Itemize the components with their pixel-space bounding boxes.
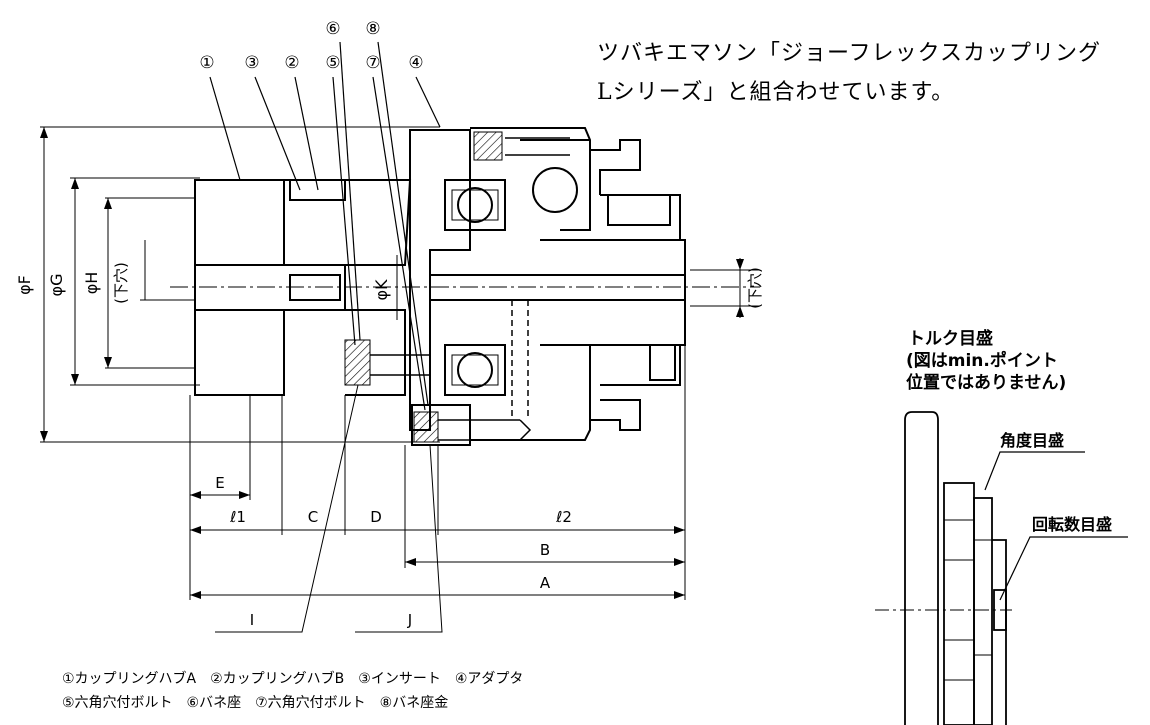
- legend-line-1: ①カップリングハブA ②カップリングハブB ③インサート ④アダプタ: [62, 671, 524, 687]
- callout-leaders: [209, 41, 441, 411]
- label-shita-ana-right: (下穴): [746, 267, 764, 309]
- label-I: I: [250, 611, 254, 629]
- label-phiF: φF: [15, 275, 34, 295]
- note-line-2: Lシリーズ」と組合わせています。: [597, 80, 955, 105]
- label-shita-ana-left: (下穴): [112, 262, 130, 304]
- arrowheads: [40, 127, 744, 599]
- label-rev-scale: 回転数目盛: [1032, 515, 1112, 534]
- label-A: A: [540, 574, 551, 592]
- label-phiG: φG: [47, 274, 66, 297]
- callout-5: ⑤: [325, 53, 340, 73]
- dimension-lines: [40, 126, 760, 633]
- hatched-zones: [344, 131, 503, 443]
- label-phiK: φK: [372, 279, 391, 301]
- detail-title-2: (図はmin.ポイント: [906, 350, 1058, 371]
- label-l2: ℓ2: [555, 508, 572, 526]
- torque-scale-detail: [875, 411, 1128, 725]
- detail-ribs: [944, 519, 992, 681]
- callout-8: ⑧: [365, 19, 380, 39]
- callout-4: ④: [408, 53, 423, 73]
- legend-line-2: ⑤六角穴付ボルト ⑥バネ座 ⑦六角穴付ボルト ⑧バネ座金: [62, 695, 449, 711]
- callout-6: ⑥: [325, 19, 340, 39]
- coupling-section: [194, 127, 686, 446]
- callout-3: ③: [244, 53, 259, 73]
- note-line-1: ツバキエマソン「ジョーフレックスカップリング: [597, 41, 1102, 66]
- label-J: J: [407, 611, 412, 629]
- label-E: E: [215, 474, 224, 492]
- label-phiH: φH: [82, 272, 101, 295]
- label-C: C: [308, 508, 318, 526]
- callout-7: ⑦: [365, 53, 380, 73]
- detail-title-1: トルク目盛: [908, 328, 993, 349]
- detail-title-3: 位置ではありません): [906, 372, 1066, 393]
- label-D: D: [370, 508, 382, 526]
- callout-2: ②: [284, 53, 299, 73]
- callout-1: ①: [199, 53, 214, 73]
- label-B: B: [540, 541, 550, 559]
- bolts: [370, 137, 570, 441]
- label-l1: ℓ1: [229, 508, 246, 526]
- part-callouts: [193, 15, 430, 77]
- label-angle-scale: 角度目盛: [1000, 431, 1064, 450]
